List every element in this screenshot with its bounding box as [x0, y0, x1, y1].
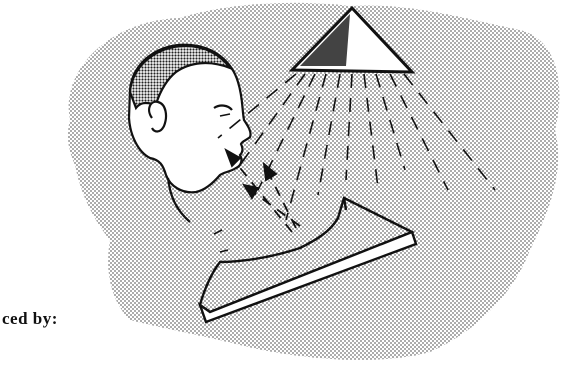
- caption-text: ced by:: [2, 309, 58, 329]
